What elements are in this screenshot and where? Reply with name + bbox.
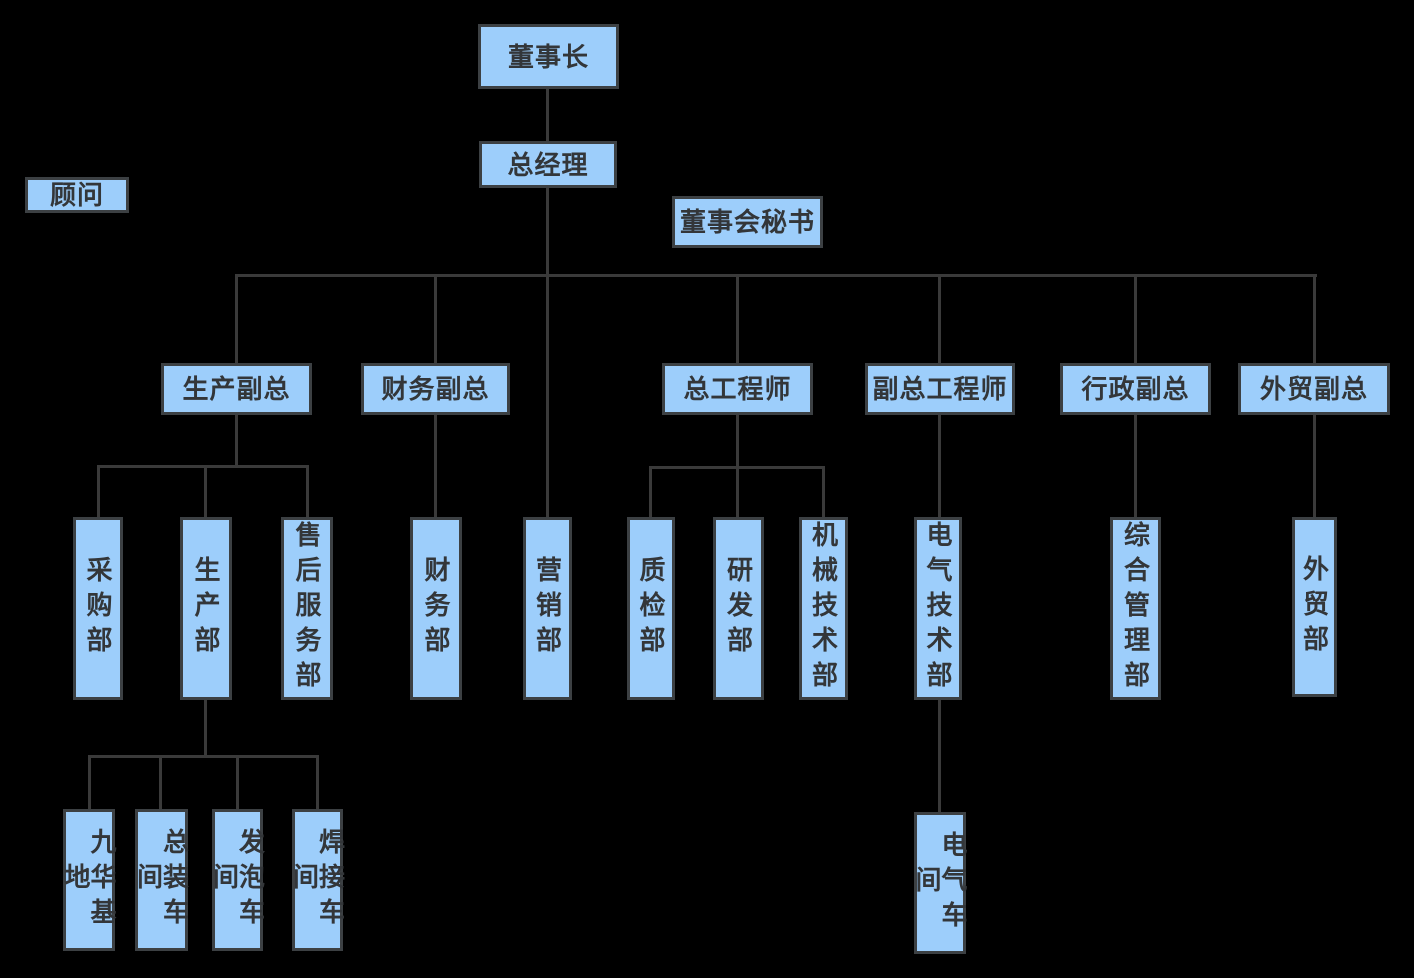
connector-production-dept-subbus [204, 700, 207, 755]
node-electrical-workshop[interactable]: 电气车间 [912, 812, 968, 954]
connector-subbus-mechanical [822, 466, 825, 517]
connector-bus-deputy-chief-engineer [938, 274, 941, 363]
connector-subbus-production-dept [204, 465, 207, 517]
node-after-sales-dept[interactable]: 售后服务部 [281, 517, 333, 700]
connector-gm-marketing [546, 188, 549, 517]
node-vp-production[interactable]: 生产副总 [161, 363, 312, 415]
node-rd-dept[interactable]: 研发部 [713, 517, 764, 700]
connector-electrical-tech-workshop [938, 700, 941, 812]
connector-bus-chief-engineer [736, 274, 739, 363]
connector-vp-admin-general-mgmt [1134, 415, 1137, 517]
node-purchasing-dept[interactable]: 采购部 [73, 517, 123, 700]
connector-subbus-assembly [159, 755, 162, 809]
node-finance-dept[interactable]: 财务部 [410, 517, 462, 700]
node-vp-admin[interactable]: 行政副总 [1060, 363, 1211, 415]
connector-chairman-gm [546, 89, 549, 141]
connector-subbus-rd [736, 466, 739, 517]
node-final-assembly-workshop[interactable]: 总装车间 [134, 809, 190, 951]
node-chief-engineer[interactable]: 总工程师 [662, 363, 813, 415]
node-welding-workshop[interactable]: 焊接车间 [290, 809, 346, 951]
node-production-dept[interactable]: 生产部 [180, 517, 232, 700]
node-vp-finance[interactable]: 财务副总 [361, 363, 510, 415]
connector-subbus-qc [649, 466, 652, 517]
node-foreign-trade-dept[interactable]: 外贸部 [1292, 517, 1337, 697]
connector-subbus-jiuhua [88, 755, 91, 809]
connector-vp-trade-trade-dept [1313, 415, 1316, 517]
node-general-management-dept[interactable]: 综合管理部 [1110, 517, 1161, 700]
connector-main-bus [236, 274, 1317, 277]
connector-subbus-after-sales [306, 465, 309, 517]
node-foaming-workshop[interactable]: 发泡车间 [210, 809, 266, 951]
connector-chief-engineer-subbus [736, 415, 739, 466]
connector-deputy-chief-electrical-tech [938, 415, 941, 517]
connector-vp-finance-finance-dept [434, 415, 437, 517]
node-marketing-dept[interactable]: 营销部 [523, 517, 572, 700]
node-jiuhua-base[interactable]: 九华基地 [61, 809, 117, 951]
node-chairman[interactable]: 董事长 [478, 24, 619, 89]
node-mechanical-tech-dept[interactable]: 机械技术部 [799, 517, 848, 700]
connector-bus-vp-admin [1134, 274, 1137, 363]
node-board-secretary[interactable]: 董事会秘书 [672, 196, 823, 248]
connector-vp-production-subbus [235, 415, 238, 467]
connector-production-subbus [97, 465, 309, 468]
connector-subbus-purchasing [97, 465, 100, 517]
node-vp-foreign-trade[interactable]: 外贸副总 [1238, 363, 1390, 415]
connector-bus-vp-foreign-trade [1313, 274, 1316, 363]
connector-workshop-subbus [88, 755, 319, 758]
node-general-manager[interactable]: 总经理 [479, 141, 617, 188]
node-advisor[interactable]: 顾问 [25, 177, 129, 213]
connector-bus-vp-finance [434, 274, 437, 363]
connector-bus-vp-production [235, 274, 238, 363]
connector-subbus-welding [316, 755, 319, 809]
node-deputy-chief-engineer[interactable]: 副总工程师 [865, 363, 1015, 415]
node-electrical-tech-dept[interactable]: 电气技术部 [914, 517, 962, 700]
connector-subbus-foaming [236, 755, 239, 809]
node-qc-dept[interactable]: 质检部 [627, 517, 675, 700]
